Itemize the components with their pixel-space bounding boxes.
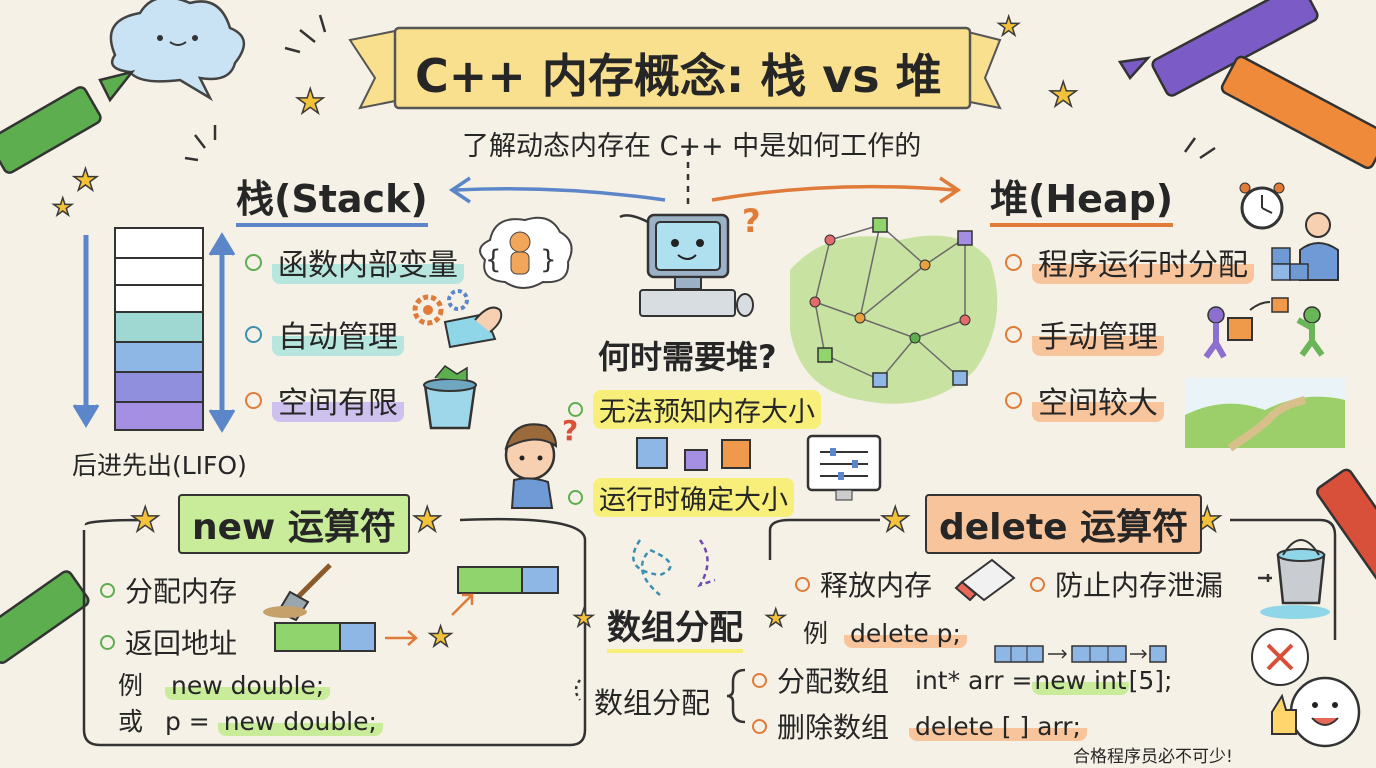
crayon-icon	[0, 69, 136, 174]
stack-item: 函数内部变量	[245, 240, 464, 284]
memory-block	[274, 566, 559, 652]
delete-item: 防止内存泄漏	[1030, 564, 1223, 604]
star-icon: ★	[51, 192, 74, 222]
star-icon: ★	[71, 162, 99, 199]
thumbs-up-icon	[1271, 676, 1361, 748]
heap-item: 程序运行时分配	[1005, 240, 1254, 284]
footer-note: 合格程序员必不可少!	[1073, 747, 1233, 767]
array-blocks	[994, 645, 1167, 663]
svg-text:{: {	[485, 245, 502, 275]
gingerbread-icon: {}	[479, 216, 573, 289]
star-icon: ★	[1047, 74, 1079, 116]
stack-heading: 栈(Stack)	[236, 168, 428, 227]
page-subtitle: 了解动态内存在 C++ 中是如何工作的	[462, 131, 922, 162]
new-example-alt: 或 p = new double;	[118, 702, 383, 738]
star-icon: ★	[996, 11, 1021, 43]
page-title: C++ 内存概念: 栈 vs 堆	[415, 49, 942, 103]
worker-boxes-icon	[1271, 212, 1339, 281]
title-banner	[348, 26, 1002, 110]
gears-icon	[412, 289, 469, 326]
star-icon: ★	[427, 619, 454, 654]
settings-monitor-icon	[806, 434, 882, 501]
leaking-bucket-icon	[1258, 539, 1330, 619]
heap-heading: 堆(Heap)	[990, 168, 1174, 227]
delete-item: 释放内存	[795, 564, 932, 604]
star-icon: ★	[572, 603, 595, 633]
center-question: 何时需要堆?	[598, 338, 777, 376]
star-icon: ★	[411, 499, 443, 541]
crayon-icon	[0, 570, 90, 664]
heap-item: 手动管理	[1005, 312, 1164, 356]
cubes-icon	[636, 437, 751, 471]
array-row: 删除数组 delete [ ] arr;	[752, 706, 1087, 746]
array-alloc-label: 数组分配	[594, 686, 711, 720]
cloud-icon	[109, 0, 245, 102]
shovel-icon	[263, 563, 332, 622]
robot-computer-icon	[619, 213, 754, 317]
star-icon: ★	[879, 499, 911, 541]
cleaning-hand-icon	[443, 306, 503, 349]
new-item: 返回地址	[100, 622, 237, 662]
stack-diagram	[72, 227, 236, 433]
array-row: 分配数组 int* arr = new int[5];	[752, 660, 1172, 700]
star-icon: ★	[129, 499, 161, 541]
array-alloc-heading: 数组分配	[607, 600, 743, 653]
new-example: 例 new double;	[118, 666, 331, 702]
svg-text:}: }	[540, 245, 557, 275]
stack-item: 自动管理	[245, 312, 404, 356]
landscape-icon	[1185, 378, 1345, 452]
crayon-icon	[1316, 468, 1376, 588]
question-mark-icon: ?	[742, 202, 761, 240]
question-mark-icon: ?	[562, 414, 578, 447]
x-mark-icon	[1251, 628, 1309, 686]
new-item: 分配内存	[100, 570, 237, 610]
movers-icon	[1203, 297, 1325, 359]
network-graph-icon	[790, 217, 998, 404]
delete-operator-heading: delete 运算符	[925, 494, 1203, 554]
thinking-boy-icon	[504, 423, 558, 509]
heap-item: 空间较大	[1005, 378, 1164, 422]
lifo-label: 后进先出(LIFO)	[72, 451, 247, 480]
trash-bin-icon	[423, 365, 477, 430]
crayon-icon	[1220, 55, 1376, 170]
eraser-icon	[954, 558, 1016, 602]
center-reason: 运行时确定大小	[568, 478, 794, 517]
alarm-clock-icon	[1239, 182, 1285, 230]
stack-item: 空间有限	[245, 378, 404, 422]
center-reason: 无法预知内存大小	[568, 390, 821, 429]
star-icon: ★	[764, 603, 787, 633]
star-icon: ★	[294, 81, 326, 123]
new-operator-heading: new 运算符	[178, 494, 410, 554]
delete-example: 例 delete p;	[803, 614, 967, 650]
